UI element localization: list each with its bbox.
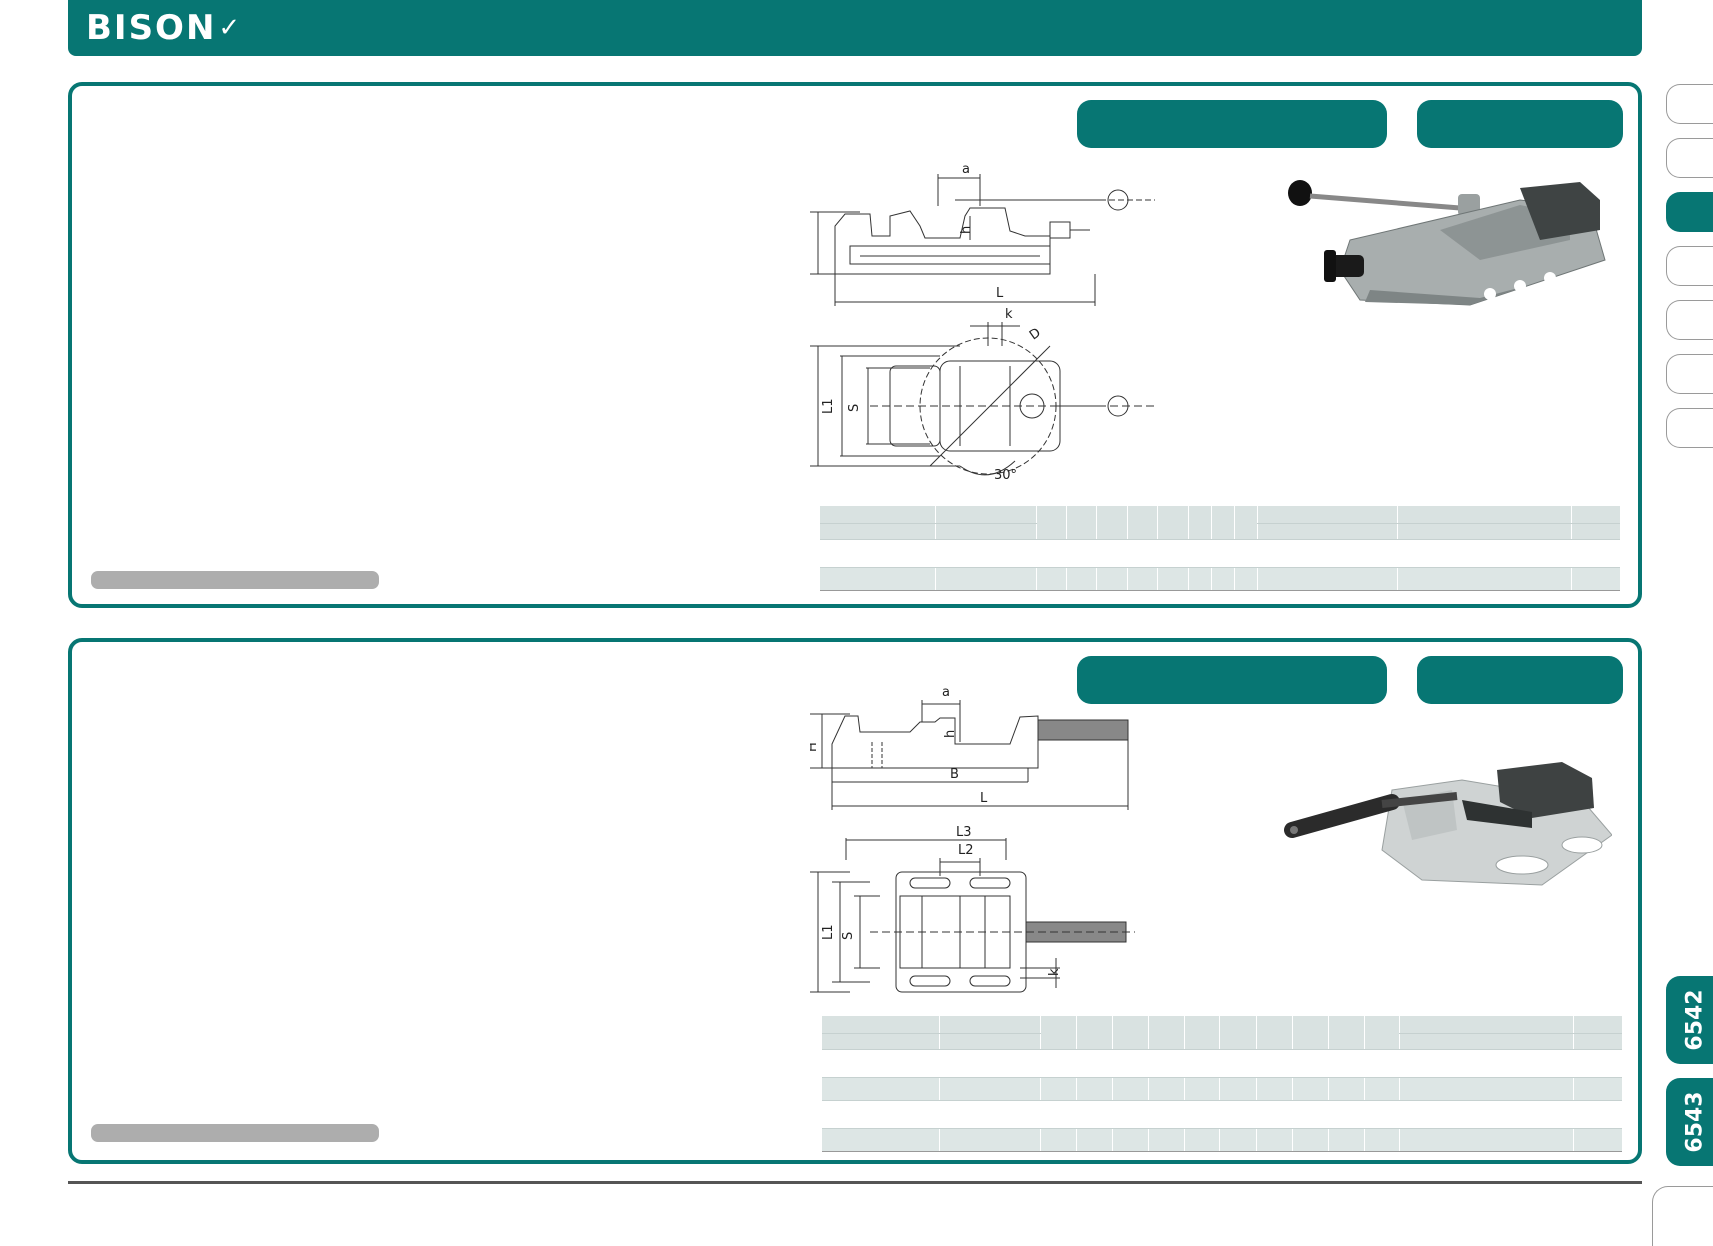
label-h: h	[959, 226, 974, 234]
spec-table-1	[820, 506, 1620, 591]
header-bar	[68, 0, 1642, 56]
placeholder-bar	[91, 1124, 379, 1142]
label-A: A	[810, 405, 814, 414]
label-S: S	[841, 932, 856, 940]
label-L3: L3	[956, 825, 972, 840]
section-pill-photo	[1417, 656, 1623, 704]
technical-drawing-drill-vice: a H h B L L3 L2 A L1 S	[810, 685, 1135, 993]
section-pill-photo	[1417, 100, 1623, 148]
label-L: L	[996, 286, 1004, 301]
table-subheader-row	[822, 1033, 1622, 1050]
placeholder-bar	[91, 571, 379, 589]
top-view: k D A L1 S 30°	[810, 307, 1155, 483]
technical-drawing-quick-vice: a H L h k D A L1 S	[810, 162, 1155, 483]
table-subheader-row	[820, 523, 1620, 540]
side-tab-3-active[interactable]	[1666, 192, 1713, 232]
label-a: a	[962, 162, 970, 177]
drill-press-vice-icon	[1284, 762, 1612, 886]
label-S: S	[847, 404, 862, 412]
side-tab-5[interactable]	[1666, 300, 1713, 340]
side-tab-1[interactable]	[1666, 84, 1713, 124]
side-tab-7[interactable]	[1666, 408, 1713, 448]
label-L1: L1	[821, 924, 836, 940]
section-pill-specs	[1077, 100, 1387, 148]
footer-tab[interactable]	[1652, 1186, 1713, 1246]
label-a: a	[942, 685, 950, 700]
label-H: H	[810, 242, 814, 252]
side-view: a H L h	[810, 162, 1155, 306]
table-row	[820, 567, 1620, 591]
table-row	[822, 1049, 1622, 1078]
label-k: k	[1047, 968, 1062, 976]
table-header-row	[820, 506, 1620, 540]
label-L: L	[980, 791, 988, 806]
side-tab-2[interactable]	[1666, 138, 1713, 178]
label-D: D	[1027, 325, 1044, 343]
footer-rule	[68, 1181, 1642, 1184]
label-A: A	[810, 933, 814, 942]
side-code-6543[interactable]: 6543	[1666, 1078, 1713, 1166]
section-pill-specs	[1077, 656, 1387, 704]
table-row	[822, 1077, 1622, 1101]
label-k: k	[1005, 307, 1013, 322]
table-row	[820, 539, 1620, 568]
bison-logo-icon: BISON✓	[86, 8, 243, 48]
table-row	[822, 1100, 1622, 1129]
side-tab-6[interactable]	[1666, 354, 1713, 394]
label-B: B	[950, 767, 959, 782]
side-tab-4[interactable]	[1666, 246, 1713, 286]
label-L2: L2	[958, 843, 974, 858]
side-view: a H h B L	[810, 685, 1129, 810]
label-30deg: 30°	[994, 468, 1017, 483]
label-h: h	[943, 730, 958, 738]
top-view: L3 L2 A L1 S k	[810, 825, 1135, 993]
label-H: H	[810, 742, 820, 752]
table-row	[822, 1128, 1622, 1152]
brand-name: BISON	[86, 8, 217, 48]
spec-table-2	[822, 1016, 1622, 1152]
quick-action-vice-icon	[1288, 180, 1606, 306]
side-code-6542[interactable]: 6542	[1666, 976, 1713, 1064]
table-header-row	[822, 1016, 1622, 1050]
label-L1: L1	[821, 398, 836, 414]
